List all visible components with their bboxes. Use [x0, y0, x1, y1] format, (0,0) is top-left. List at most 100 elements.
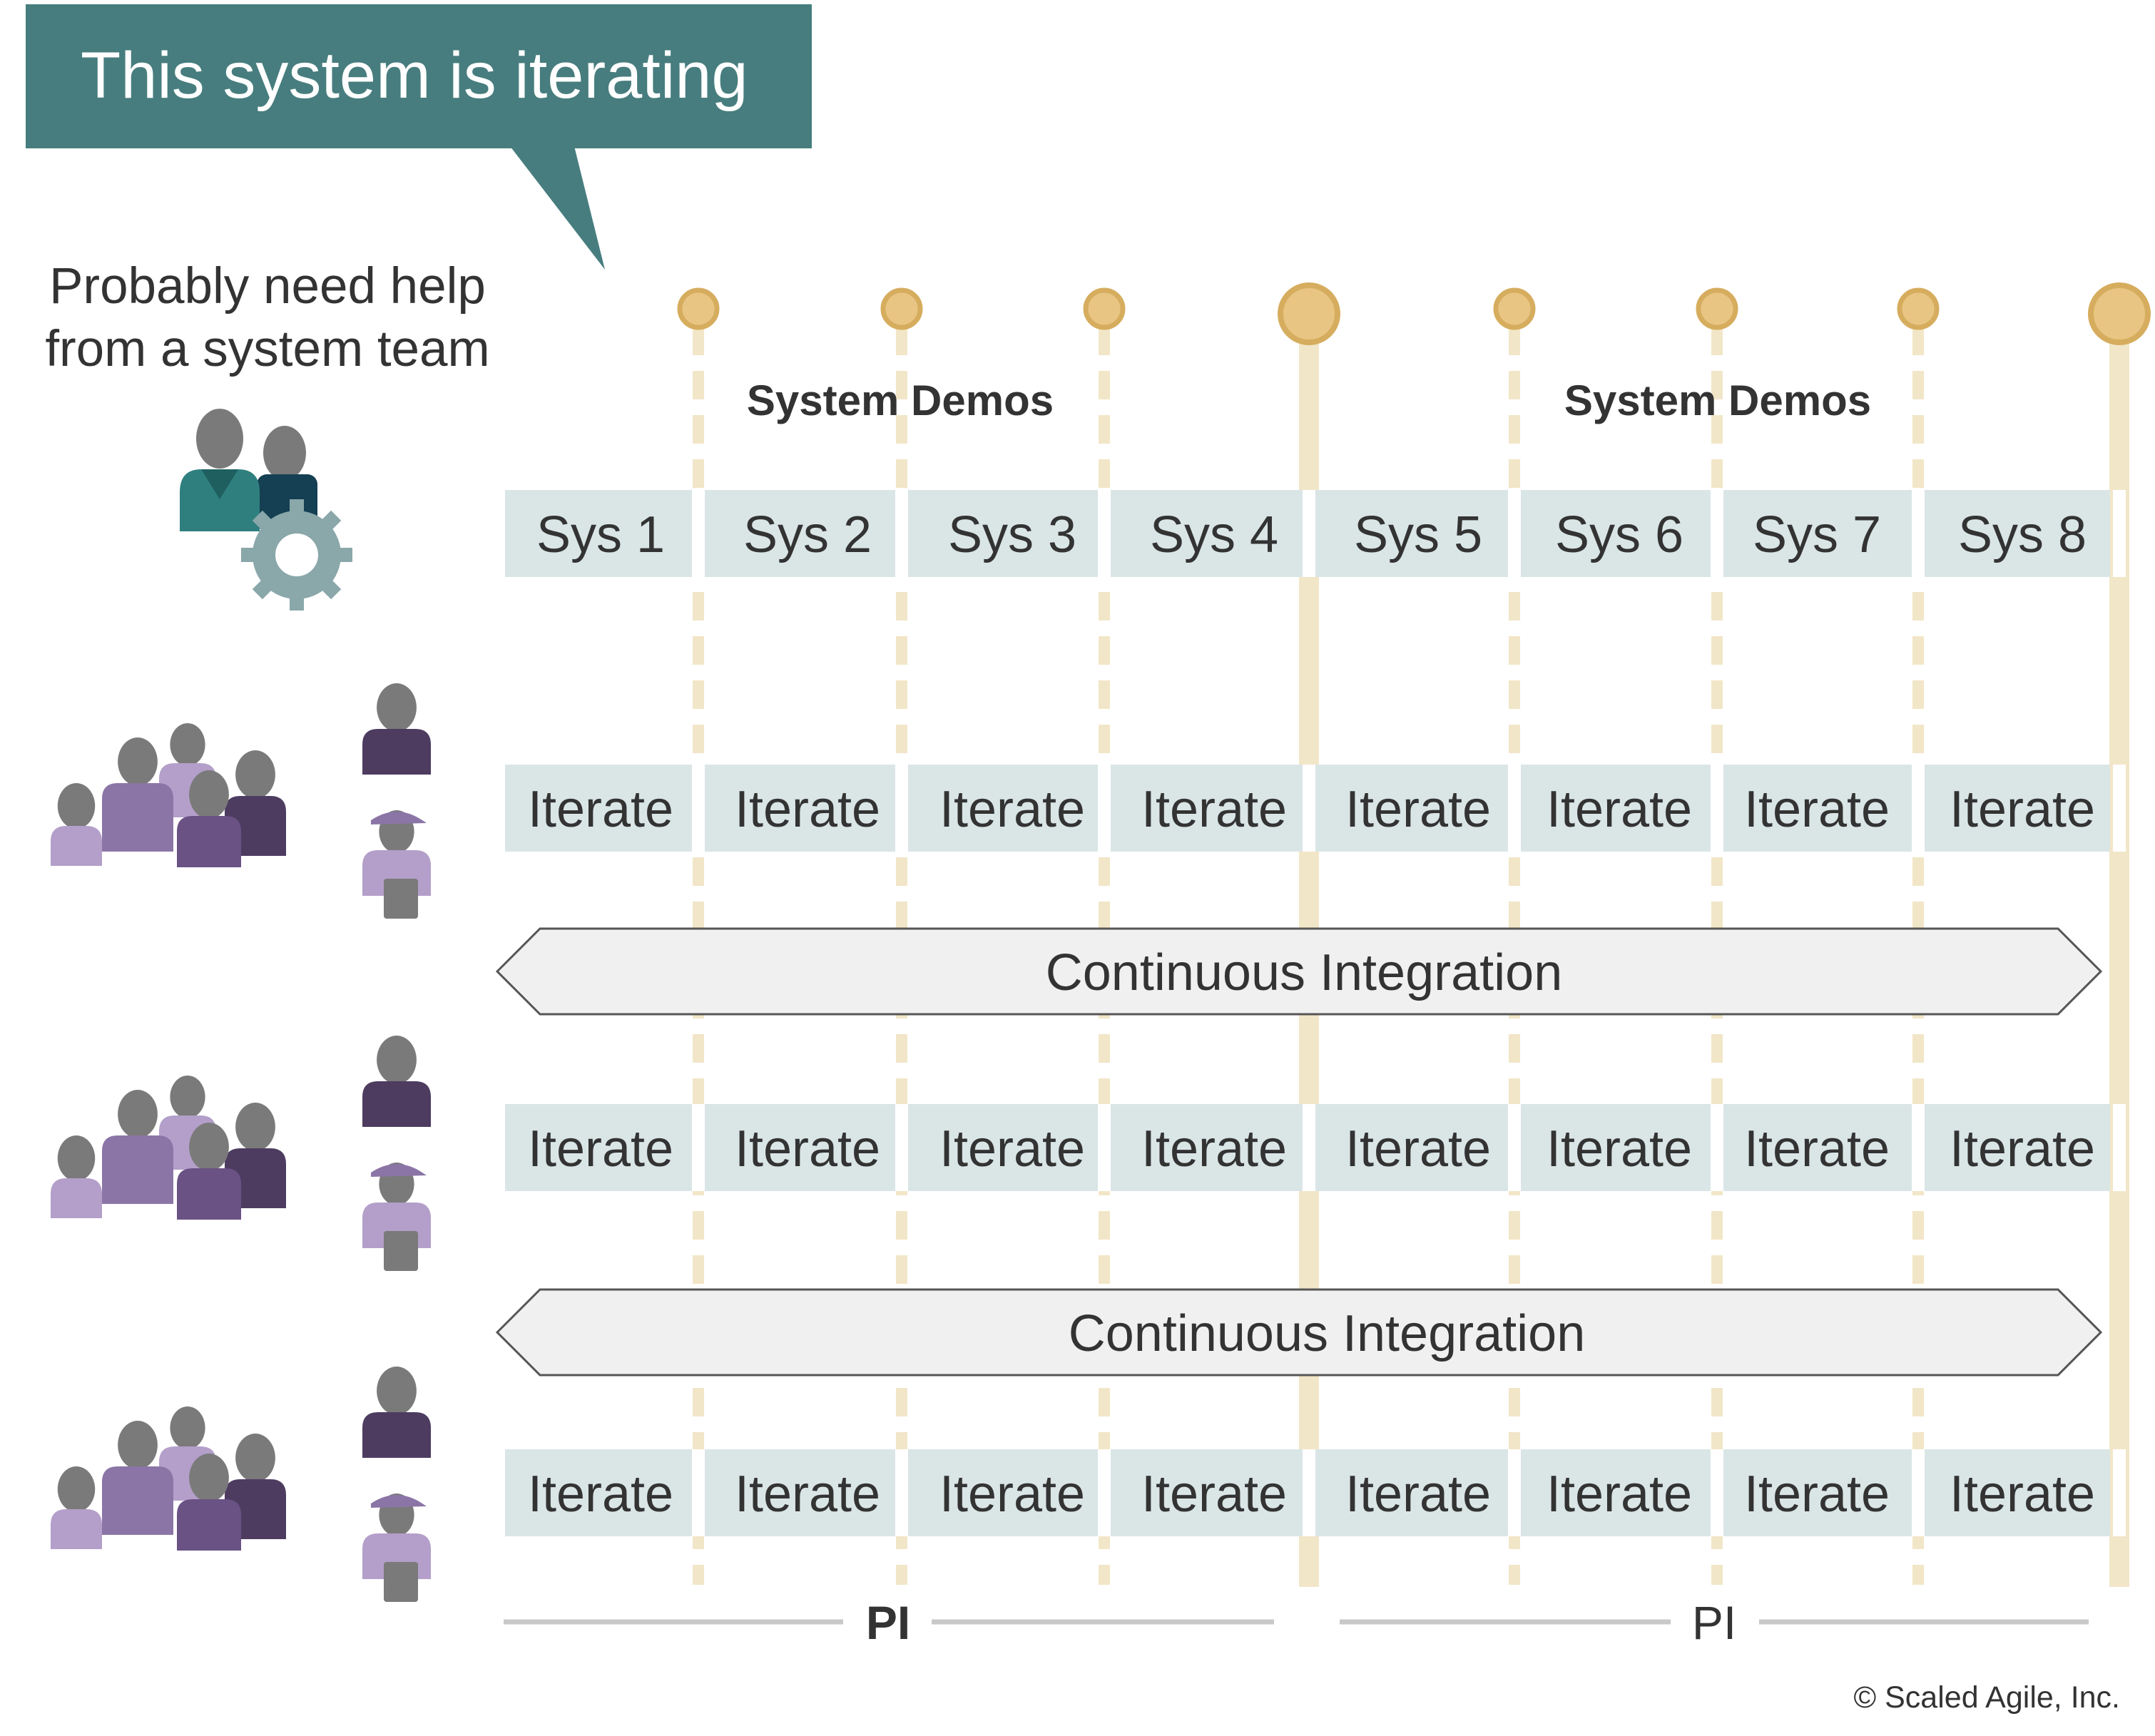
- team-member-icon: [177, 1454, 241, 1551]
- band-gap: [2113, 490, 2126, 577]
- system-demo-milestone: [880, 287, 923, 330]
- iterate-row-cell: Iterate: [1345, 1120, 1491, 1178]
- system-demo-milestone: [677, 287, 720, 330]
- clipboard-icon: [384, 879, 418, 919]
- scrum-master-icon: [362, 810, 431, 919]
- continuous-integration-bar: [495, 1288, 2103, 1377]
- iterate-row-cell: Iterate: [1950, 1466, 2095, 1523]
- clipboard-icon: [384, 1562, 418, 1602]
- iterate-row-cell: Iterate: [528, 1120, 673, 1178]
- system-demo-milestone: [1897, 287, 1940, 330]
- band-gap: [1098, 1104, 1111, 1191]
- callout-bubble: This system is iterating: [26, 4, 812, 270]
- team-member-icon: [102, 737, 173, 852]
- band-gap: [1912, 1449, 1925, 1536]
- sys-row-cell: Sys 2: [743, 506, 872, 563]
- pi-milestone: [2088, 282, 2151, 345]
- band-gap: [895, 765, 908, 852]
- team-member-icon: [51, 1135, 102, 1218]
- iterate-row-cell: Iterate: [1744, 1466, 1890, 1523]
- gear-icon: [241, 499, 352, 611]
- iterate-row-cell: Iterate: [1744, 1120, 1890, 1178]
- band-gap: [1711, 1104, 1723, 1191]
- iterate-row-cell: Iterate: [1744, 781, 1890, 838]
- team-member-icon: [51, 1466, 102, 1549]
- band-gap: [2113, 1449, 2126, 1536]
- band-gap: [1303, 1449, 1315, 1536]
- product-owner-icon: [362, 683, 431, 775]
- system-demo-milestone: [1083, 287, 1126, 330]
- band-gap: [692, 490, 705, 577]
- iterate-row-cell: Iterate: [939, 1120, 1085, 1178]
- band-gap: [1912, 765, 1925, 852]
- band-gap: [1303, 1104, 1315, 1191]
- pi-label-right: PI: [1692, 1596, 1736, 1649]
- continuous-integration-label: Continuous Integration: [1046, 944, 1563, 1001]
- system-demo-milestone: [1696, 287, 1738, 330]
- iterate-row-cell: Iterate: [1345, 781, 1491, 838]
- cap-icon: [371, 1495, 427, 1508]
- cap-icon: [371, 1164, 427, 1177]
- product-owner-icon: [362, 1367, 431, 1458]
- band-gap: [1508, 490, 1521, 577]
- band-gap: [1508, 765, 1521, 852]
- band-gap: [1098, 1449, 1111, 1536]
- band-gap: [1912, 1104, 1925, 1191]
- band-gap: [1711, 490, 1723, 577]
- iterate-row-cell: Iterate: [528, 781, 673, 838]
- band-gap: [1912, 490, 1925, 577]
- scrum-master-icon: [362, 1163, 431, 1271]
- sys-row-cell: Sys 5: [1354, 506, 1482, 563]
- system-demos-label-right: System Demos: [1564, 377, 1871, 424]
- system-team-icon: [180, 409, 352, 611]
- agile-team-icon: [51, 1367, 431, 1602]
- sys-row-cell: Sys 7: [1753, 506, 1881, 563]
- band-gap: [1303, 490, 1315, 577]
- team-member-icon: [102, 1421, 173, 1535]
- cap-icon: [371, 812, 427, 824]
- band-gap: [692, 765, 705, 852]
- band-gap: [692, 1449, 705, 1536]
- callout-box: [26, 4, 812, 148]
- copyright: © Scaled Agile, Inc.: [1854, 1680, 2121, 1715]
- iterate-row-cell: Iterate: [1141, 781, 1287, 838]
- continuous-integration-bar: [495, 927, 2103, 1016]
- iterate-row-cell: Iterate: [1141, 1120, 1287, 1178]
- scrum-master-icon: [362, 1494, 431, 1602]
- callout-text: This system is iterating: [81, 39, 748, 112]
- team-member-icon: [51, 783, 102, 866]
- band-gap: [2113, 765, 2126, 852]
- iterate-row-cell: Iterate: [1950, 781, 2095, 838]
- iterate-row-cell: Iterate: [939, 1466, 1085, 1523]
- band-gap: [895, 1104, 908, 1191]
- agile-team-icon: [51, 683, 431, 919]
- band-gap: [895, 1449, 908, 1536]
- sys-row-cell: Sys 3: [948, 506, 1076, 563]
- iterate-row-cell: Iterate: [1345, 1466, 1491, 1523]
- system-demo-milestone: [1493, 287, 1536, 330]
- iterate-row-cell: Iterate: [735, 1466, 880, 1523]
- iterate-row-cell: Iterate: [1547, 781, 1692, 838]
- iterate-row-cell: Iterate: [1141, 1466, 1287, 1523]
- band-gap: [895, 490, 908, 577]
- pi-label-left: PI: [866, 1596, 910, 1649]
- agile-team-icon: [51, 1036, 431, 1271]
- callout-pointer: [510, 146, 605, 270]
- iterate-row-cell: Iterate: [1547, 1120, 1692, 1178]
- pi-milestone: [1278, 282, 1340, 345]
- clipboard-icon: [384, 1231, 418, 1271]
- team-member-icon: [102, 1090, 173, 1204]
- help-note-line1: Probably need help: [49, 258, 486, 315]
- band-gap: [1711, 1449, 1723, 1536]
- iterate-row-cell: Iterate: [528, 1466, 673, 1523]
- product-owner-icon: [362, 1036, 431, 1127]
- band-gap: [692, 1104, 705, 1191]
- sys-row-cell: Sys 6: [1555, 506, 1683, 563]
- band-gap: [1508, 1104, 1521, 1191]
- iterate-row-cell: Iterate: [939, 781, 1085, 838]
- band-gap: [1303, 765, 1315, 852]
- band-gap: [1508, 1449, 1521, 1536]
- band-gap: [1098, 765, 1111, 852]
- team-member-icon: [177, 1123, 241, 1220]
